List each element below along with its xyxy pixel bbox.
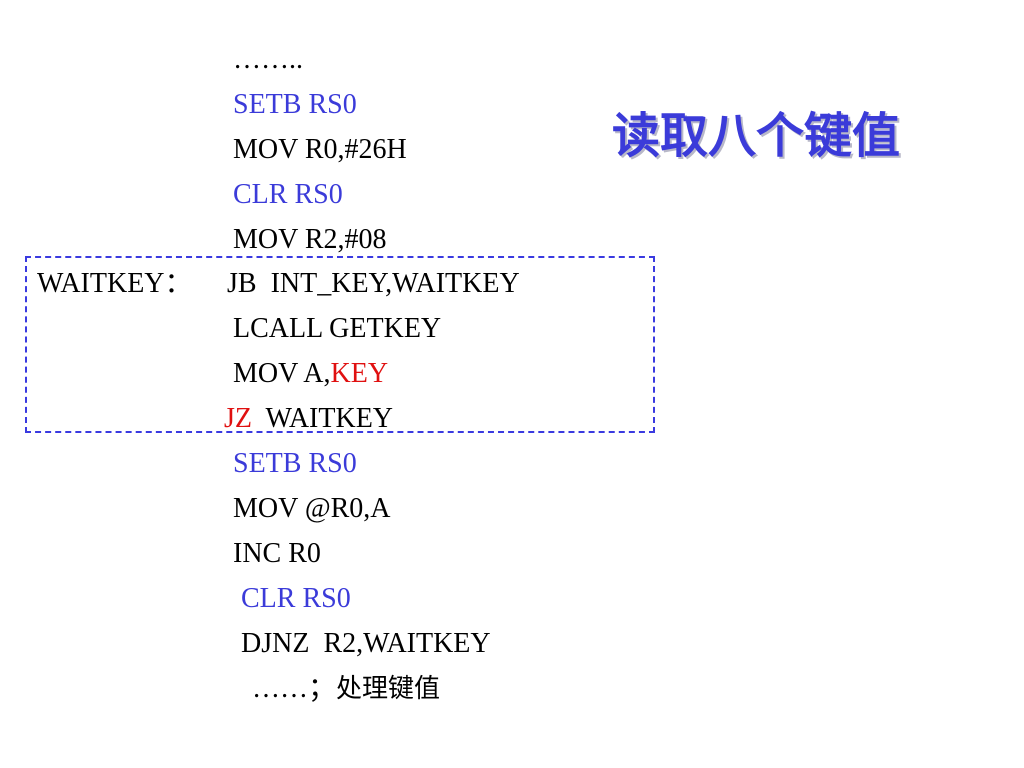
code-line-waitkey: WAITKEY： JB INT_KEY,WAITKEY: [37, 268, 520, 300]
slide-title: 读取八个键值: [612, 108, 901, 164]
wait-key-loop-box: [25, 256, 655, 433]
mov-a-prefix: MOV A,: [233, 358, 331, 389]
code-line-clr-rs0-2: CLR RS0: [241, 583, 351, 614]
code-line-djnz: DJNZ R2,WAITKEY: [241, 628, 491, 659]
code-line-clr-rs0: CLR RS0: [233, 179, 343, 210]
waitkey-label: WAITKEY：: [37, 268, 193, 299]
code-line-process-keys: ……；处理键值: [252, 673, 440, 705]
code-line-mov-r2: MOV R2,#08: [233, 224, 387, 255]
process-dots: ……；: [252, 673, 337, 704]
code-line-mov-r0: MOV R0,#26H: [233, 134, 407, 165]
code-line-setb-rs0-2: SETB RS0: [233, 448, 357, 479]
code-line-mov-at-r0: MOV @R0,A: [233, 493, 391, 524]
process-text: 处理键值: [336, 674, 441, 704]
code-line-jz: JZ WAITKEY: [224, 403, 393, 435]
key-operand: KEY: [330, 358, 389, 389]
code-line-ellipsis: ……..: [233, 44, 303, 75]
jb-instruction: JB INT_KEY,WAITKEY: [227, 268, 520, 299]
code-line-inc-r0: INC R0: [233, 538, 321, 569]
code-line-mov-a-key: MOV A,KEY: [233, 358, 388, 390]
code-line-setb-rs0: SETB RS0: [233, 89, 357, 120]
jz-argument: WAITKEY: [252, 403, 394, 434]
code-line-lcall: LCALL GETKEY: [233, 313, 442, 344]
jz-opcode: JZ: [224, 403, 252, 434]
